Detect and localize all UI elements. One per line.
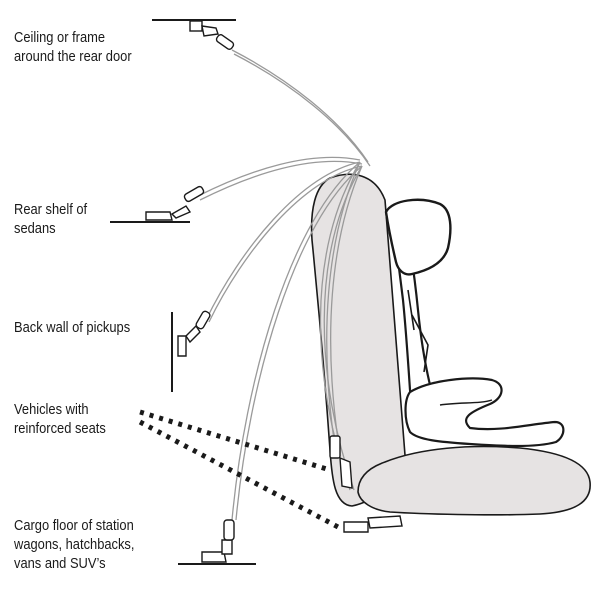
strap-seat-lower-inner [330,165,363,441]
reinforced-seat-dotted-lines [138,409,342,531]
label-ceiling: Ceiling or frame around the rear door [14,29,132,65]
strap-back-wall [205,161,361,321]
strap-back-wall-inner [208,165,363,323]
strap-rear-shelf [197,156,361,197]
strap-ceiling-inner [233,53,371,167]
back-wall-hook-icon [177,310,211,357]
seat-floor-hook-icon [343,515,403,533]
strap-ceiling [231,49,369,163]
tether-straps [197,49,371,521]
seat-lower-hook-icon [329,435,353,489]
cargo-floor-hook-icon [201,519,235,563]
vehicle-seat-cushion [357,445,591,516]
ceiling-hook-icon [189,20,235,50]
strap-cargo-floor-inner [235,165,363,521]
strap-cargo-floor [231,161,361,521]
strap-rear-shelf-inner [199,160,363,201]
label-back-wall: Back wall of pickups [14,319,131,336]
booster-seat [384,198,565,448]
label-reinforced-seats: Vehicles with reinforced seats [14,401,106,437]
strap-seat-floor-inner [323,165,363,491]
label-cargo-floor: Cargo floor of station wagons, hatchback… [14,517,135,572]
booster-headrest [384,198,452,276]
tether-hooks [145,20,403,563]
booster-base [404,377,565,448]
booster-belt-guide [407,289,429,373]
label-rear-shelf: Rear shelf of sedans [14,201,88,237]
rear-shelf-hook-icon [145,185,205,221]
dotted-line-lower [138,419,342,531]
dotted-line-upper [139,409,331,473]
mount-lines [110,19,256,565]
booster-armrest-line [439,399,493,406]
